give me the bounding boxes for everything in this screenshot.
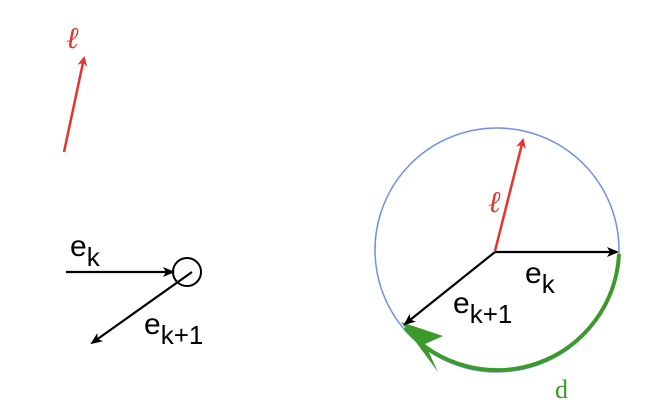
left-ek1-label: ek+1 bbox=[144, 308, 203, 350]
left-l-label: ℓ bbox=[66, 22, 79, 55]
right-l-label: ℓ bbox=[488, 186, 501, 219]
right-ek1-arrow bbox=[403, 251, 496, 326]
left-ek1-arrow bbox=[90, 271, 193, 345]
left-red-arrow bbox=[62, 56, 88, 153]
green-arc-d bbox=[403, 253, 621, 372]
right-red-arrow bbox=[493, 138, 526, 252]
right-ek-label: ek bbox=[525, 257, 556, 299]
right-d-label: d bbox=[555, 375, 568, 404]
left-l-vector: ℓ bbox=[62, 22, 88, 153]
arrowhead-icon bbox=[401, 322, 443, 372]
left-ek-label: ek bbox=[70, 230, 101, 272]
right-ek1-label: ek+1 bbox=[453, 287, 512, 329]
right-circle-diagram: ℓ ek ek+1 d bbox=[374, 127, 621, 404]
small-circle-icon bbox=[172, 257, 202, 287]
left-edge-vectors: ek ek+1 bbox=[66, 230, 203, 350]
